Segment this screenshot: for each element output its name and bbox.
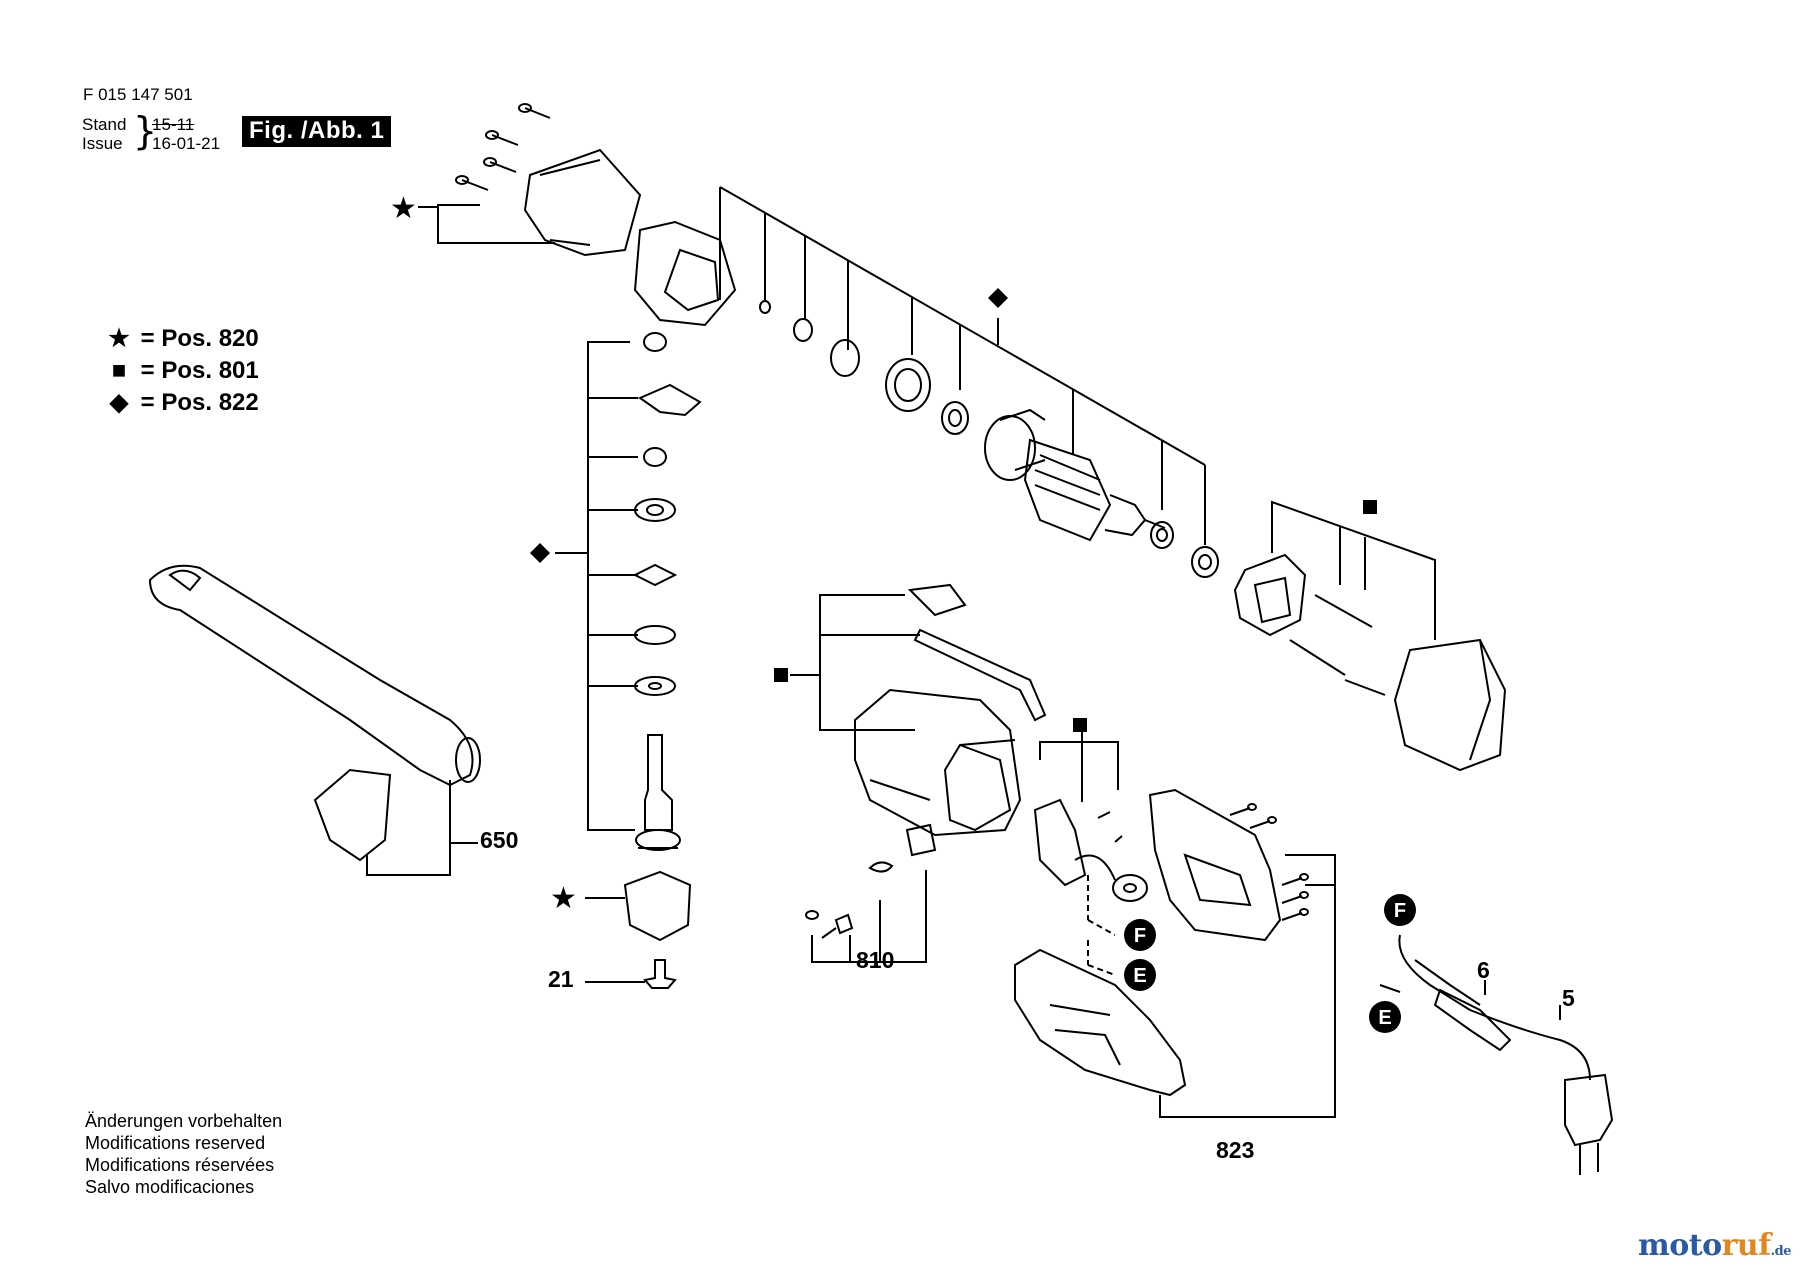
connector-e-label: E xyxy=(1133,965,1146,987)
spindle-bracket xyxy=(587,341,635,831)
spindle xyxy=(644,734,673,831)
diamond-marker-spindle xyxy=(530,543,550,563)
electronic-module xyxy=(1033,798,1087,887)
spindle-bearing xyxy=(634,498,676,522)
document-number: F 015 147 501 xyxy=(83,85,193,104)
part-label-810: 810 xyxy=(856,947,895,973)
part-label-650: 650 xyxy=(480,827,519,853)
footer-line-en: Modifications reserved xyxy=(85,1133,266,1153)
cord-sleeve xyxy=(1433,988,1512,1052)
issue-label: Issue xyxy=(82,134,123,153)
legend-text: = Pos. 801 xyxy=(140,357,259,384)
legend-item-diamond: ◆ = Pos. 822 xyxy=(104,387,259,419)
handle-shell xyxy=(1148,788,1282,942)
motor-housing xyxy=(854,688,1022,837)
diamond-icon: ◆ xyxy=(109,389,129,416)
watermark-logo: motoruf.de xyxy=(1638,1228,1792,1263)
connector-e-label-cord: E xyxy=(1378,1007,1391,1029)
issue-value: 16-01-21 xyxy=(152,134,221,153)
connector-f-circle xyxy=(1124,919,1156,951)
part-label-21: 21 xyxy=(548,966,574,992)
cover-bracket xyxy=(437,204,555,244)
carbon-brush xyxy=(834,913,854,935)
switch-button xyxy=(907,583,967,617)
part-label-5: 5 xyxy=(1562,985,1575,1011)
stator-bracket xyxy=(1271,500,1436,640)
footer-line-es: Salvo modificaciones xyxy=(85,1177,255,1197)
brace-icon: } xyxy=(133,109,158,153)
bearing-rear-2 xyxy=(1191,546,1219,578)
diamond-marker-shaft xyxy=(988,288,1008,308)
square-marker-switch xyxy=(774,668,788,682)
legend: ★ = Pos. 820 ■ = Pos. 801 ◆ = Pos. 822 xyxy=(104,323,259,419)
stand-value: 15-11 xyxy=(152,115,195,134)
part-label-823: 823 xyxy=(1216,1137,1255,1163)
brush-holder xyxy=(905,823,937,857)
armature xyxy=(984,408,1166,542)
bearing xyxy=(941,401,969,435)
gear-housing xyxy=(633,220,737,327)
stator xyxy=(1393,638,1507,772)
bushing xyxy=(643,332,667,352)
lock-washer xyxy=(632,563,678,587)
star-marker-flange: ★ xyxy=(550,881,577,916)
switch-bracket xyxy=(819,594,915,731)
wrench xyxy=(148,564,474,787)
wrench-clip xyxy=(313,768,392,862)
legend-item-star: ★ = Pos. 820 xyxy=(104,323,259,355)
connector-f-circle-cord xyxy=(1384,894,1416,926)
gear-housing-cover xyxy=(523,148,642,257)
watermark-part3: .de xyxy=(1770,1244,1792,1259)
connector-f-label-cord: F xyxy=(1394,900,1406,922)
brush-spring xyxy=(868,861,894,873)
switch-slider xyxy=(913,628,1047,722)
footer-line-fr: Modifications réservées xyxy=(85,1155,275,1175)
speed-dial xyxy=(1112,874,1148,902)
square-marker-stator xyxy=(1363,500,1377,514)
spring-washer xyxy=(634,625,676,645)
screw-21 xyxy=(643,959,677,989)
figure-label: Fig. /Abb. 1 xyxy=(242,116,392,147)
legend-item-square: ■ = Pos. 801 xyxy=(104,355,259,387)
stand-label: Stand xyxy=(82,115,127,134)
star-marker-cover: ★ xyxy=(390,191,417,226)
star-icon: ★ xyxy=(108,325,130,352)
square-icon: ■ xyxy=(111,357,127,384)
watermark-part2: ruf xyxy=(1721,1228,1772,1263)
screw-group-top xyxy=(455,103,551,191)
watermark-part1: moto xyxy=(1638,1228,1722,1263)
o-ring xyxy=(830,339,860,377)
footer-notes: Änderungen vorbehalten Modifications res… xyxy=(85,1110,282,1198)
power-cord xyxy=(1398,934,1591,1081)
legend-text: = Pos. 820 xyxy=(140,325,259,352)
bearing-seal xyxy=(885,358,931,412)
brush-holder-plate xyxy=(1233,553,1307,637)
legend-text: = Pos. 822 xyxy=(140,389,259,416)
small-ring xyxy=(759,300,771,314)
square-marker-module xyxy=(1073,718,1087,732)
flat-washer xyxy=(634,676,676,696)
needle-bearing xyxy=(643,447,667,467)
washer xyxy=(793,318,813,342)
lever xyxy=(637,383,702,417)
part-label-6: 6 xyxy=(1477,957,1490,983)
power-plug xyxy=(1564,1073,1614,1147)
footer-line-de: Änderungen vorbehalten xyxy=(85,1111,283,1131)
bearing-flange xyxy=(623,870,692,942)
lower-handle-shell xyxy=(1014,948,1187,1097)
connector-f-label: F xyxy=(1134,925,1146,947)
connector-e-circle-cord xyxy=(1369,1001,1401,1033)
connector-e-circle xyxy=(1124,959,1156,991)
bearing-rear xyxy=(1150,521,1174,549)
bracket-823 xyxy=(1159,854,1336,1118)
